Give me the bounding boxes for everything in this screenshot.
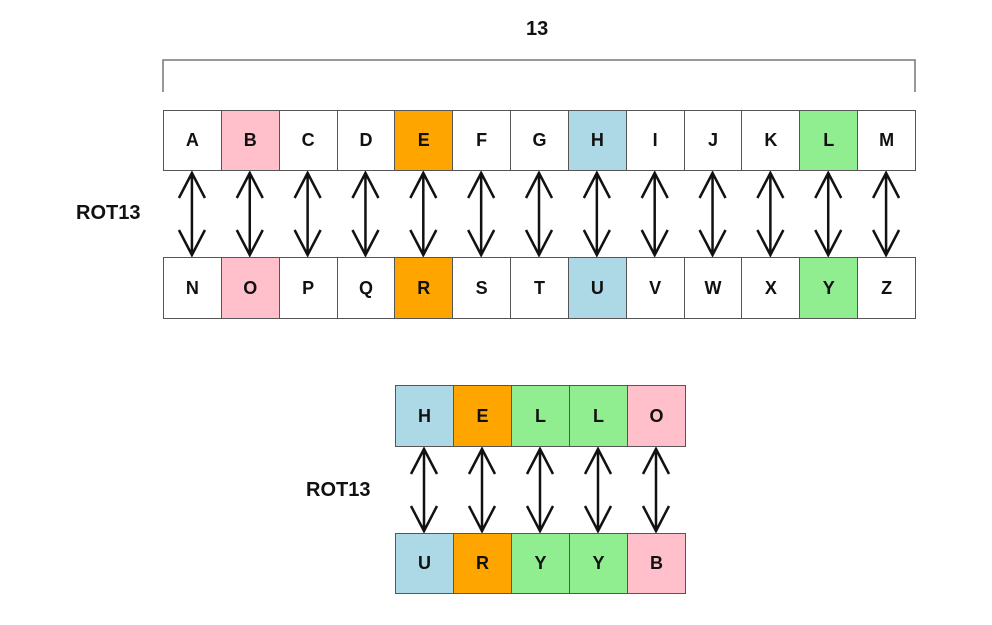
- double-arrow-L-Y: [814, 170, 843, 258]
- alphabet-top-cell-E: E: [394, 110, 454, 171]
- example-cipher-cell-4: B: [627, 533, 686, 594]
- alphabet-bottom-cell-O: O: [220, 257, 280, 319]
- alphabet-bottom-cell-X: X: [741, 257, 801, 319]
- double-arrow-C-P: [293, 170, 322, 258]
- example-plain-cell-3: L: [569, 385, 628, 447]
- alphabet-bottom-cell-N: N: [163, 257, 222, 319]
- alphabet-bottom-cell-U: U: [567, 257, 627, 319]
- double-arrow-K-X: [756, 170, 785, 258]
- double-arrow-E-R: [409, 170, 438, 258]
- example-cipher-cell-2: Y: [511, 533, 570, 594]
- alphabet-bottom-cell-P: P: [278, 257, 338, 319]
- example-plain-cell-1: E: [453, 385, 512, 447]
- alphabet-top-cell-D: D: [336, 110, 396, 171]
- double-arrow-D-Q: [351, 170, 380, 258]
- example-cipher-cell-1: R: [453, 533, 512, 594]
- double-arrow-A-N: [177, 170, 207, 258]
- alphabet-bottom-cell-R: R: [394, 257, 454, 319]
- example-cipher-cell-0: U: [395, 533, 454, 594]
- alphabet-top-cell-K: K: [741, 110, 801, 171]
- example-cipher-cell-3: Y: [569, 533, 628, 594]
- alphabet-top-cell-C: C: [278, 110, 338, 171]
- alphabet-top-cell-I: I: [625, 110, 685, 171]
- double-arrow-F-S: [467, 170, 496, 258]
- double-arrow-I-V: [640, 170, 669, 258]
- alphabet-bottom-cell-V: V: [625, 257, 685, 319]
- alphabet-top-cell-J: J: [683, 110, 743, 171]
- alphabet-top-cell-L: L: [799, 110, 859, 171]
- alphabet-bottom-cell-S: S: [452, 257, 512, 319]
- example-plain-cell-4: O: [627, 385, 686, 447]
- alphabet-top-cell-M: M: [857, 110, 916, 171]
- alphabet-top-cell-F: F: [452, 110, 512, 171]
- example-plain-cell-2: L: [511, 385, 570, 447]
- alphabet-top-cell-B: B: [220, 110, 280, 171]
- alphabet-bottom-cell-Q: Q: [336, 257, 396, 319]
- alphabet-top-cell-A: A: [163, 110, 222, 171]
- double-arrow-H-U: [582, 170, 611, 258]
- example-double-arrow-2: [525, 446, 555, 534]
- double-arrow-G-T: [524, 170, 554, 258]
- alphabet-bottom-cell-Y: Y: [799, 257, 859, 319]
- alphabet-bottom-cell-Z: Z: [857, 257, 916, 319]
- example-plain-cell-0: H: [395, 385, 454, 447]
- example-double-arrow-3: [583, 446, 613, 534]
- alphabet-rot13-label: ROT13: [76, 202, 141, 224]
- alphabet-top-cell-G: G: [510, 110, 569, 171]
- alphabet-bottom-cell-T: T: [510, 257, 569, 319]
- alphabet-bottom-cell-W: W: [683, 257, 743, 319]
- double-arrow-B-O: [235, 170, 264, 258]
- alphabet-top-cell-H: H: [567, 110, 627, 171]
- double-arrow-M-Z: [871, 170, 901, 258]
- example-double-arrow-1: [467, 446, 497, 534]
- example-rot13-label: ROT13: [306, 479, 371, 501]
- shift-label: 13: [526, 18, 549, 40]
- shift-bracket: [162, 59, 916, 92]
- example-double-arrow-4: [641, 446, 671, 534]
- double-arrow-J-W: [698, 170, 727, 258]
- example-double-arrow-0: [409, 446, 439, 534]
